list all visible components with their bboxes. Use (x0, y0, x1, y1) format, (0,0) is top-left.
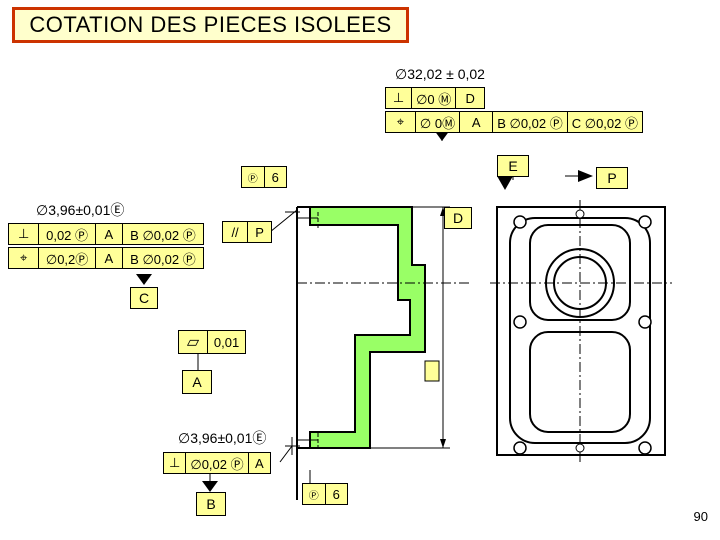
left-fcf-1-tolerance: 0,02 Ⓟ (39, 224, 96, 244)
projected-zone-bottom: Ⓟ 6 (302, 483, 348, 505)
projected-zone-bottom-value: 6 (332, 486, 340, 502)
top-fcf-1: ⊥ ∅0 Ⓜ D (385, 87, 485, 109)
top-view-outline (496, 206, 666, 456)
top-fcf-2-datum-b: B ∅0,02 Ⓟ (493, 112, 568, 132)
page-title: COTATION DES PIECES ISOLEES (12, 7, 409, 43)
datum-c-frame: C (130, 287, 158, 309)
top-fcf-1-datum: D (465, 90, 475, 106)
part-section (309, 206, 426, 449)
projected-icon: Ⓟ (303, 484, 326, 504)
perpendicularity-icon: ⊥ (164, 453, 187, 473)
left-dimension: ∅3,96±0,01Ⓔ (36, 202, 125, 218)
datum-d-frame: D (444, 207, 472, 229)
bottom-fcf-datum: A (254, 455, 264, 471)
left-fcf-2-tolerance: ∅0,2Ⓟ (39, 248, 96, 268)
top-fcf-2-tolerance: ∅ 0Ⓜ (416, 112, 461, 132)
bottom-fcf-tolerance: ∅0,02 Ⓟ (186, 453, 249, 473)
parallelism-icon: // (223, 222, 249, 242)
datum-a-frame: A (182, 370, 212, 394)
top-fcf-1-tolerance: ∅0 Ⓜ (412, 88, 457, 108)
bottom-fcf: ⊥ ∅0,02 Ⓟ A (163, 452, 271, 474)
projected-zone-top-value: 6 (271, 169, 279, 185)
flatness-tolerance: 0,01 (213, 334, 240, 350)
datum-e-triangle (497, 176, 513, 190)
page-number: 90 (693, 509, 708, 524)
top-fcf-2-datum-c: C ∅0,02 Ⓟ (571, 115, 638, 131)
flatness-icon: ▱ (179, 331, 209, 353)
perpendicularity-icon: ⊥ (386, 88, 413, 108)
bottom-dimension: ∅3,96±0,01Ⓔ (178, 430, 267, 446)
flatness-fcf: ▱ 0,01 (178, 330, 246, 354)
left-fcf-1-datum-b: B ∅0,02 Ⓟ (130, 227, 196, 243)
projected-icon: Ⓟ (242, 167, 265, 187)
datum-p-frame: P (596, 167, 628, 189)
left-fcf-2-datum-a: A (96, 248, 123, 268)
position-icon: ⌖ (386, 112, 416, 132)
perpendicularity-icon: ⊥ (9, 224, 40, 244)
left-fcf-2: ⌖ ∅0,2Ⓟ A B ∅0,02 Ⓟ (8, 247, 204, 269)
datum-b-frame: B (196, 492, 226, 516)
datum-e-frame: E (497, 155, 529, 177)
position-icon: ⌖ (9, 248, 40, 268)
top-fcf-2: ⌖ ∅ 0Ⓜ A B ∅0,02 Ⓟ C ∅0,02 Ⓟ (385, 111, 643, 133)
left-fcf-2-datum-b: B ∅0,02 Ⓟ (130, 251, 196, 267)
projected-zone-top: Ⓟ 6 (241, 166, 287, 188)
datum-marker (424, 360, 440, 382)
left-fcf-1-datum-a: A (96, 224, 123, 244)
parallelism-datum: P (255, 224, 264, 240)
top-dimension: ∅32,02 ± 0,02 (395, 66, 485, 82)
parallelism-fcf: // P (222, 221, 272, 243)
top-fcf-2-datum-a: A (460, 112, 494, 132)
left-fcf-1: ⊥ 0,02 Ⓟ A B ∅0,02 Ⓟ (8, 223, 204, 245)
